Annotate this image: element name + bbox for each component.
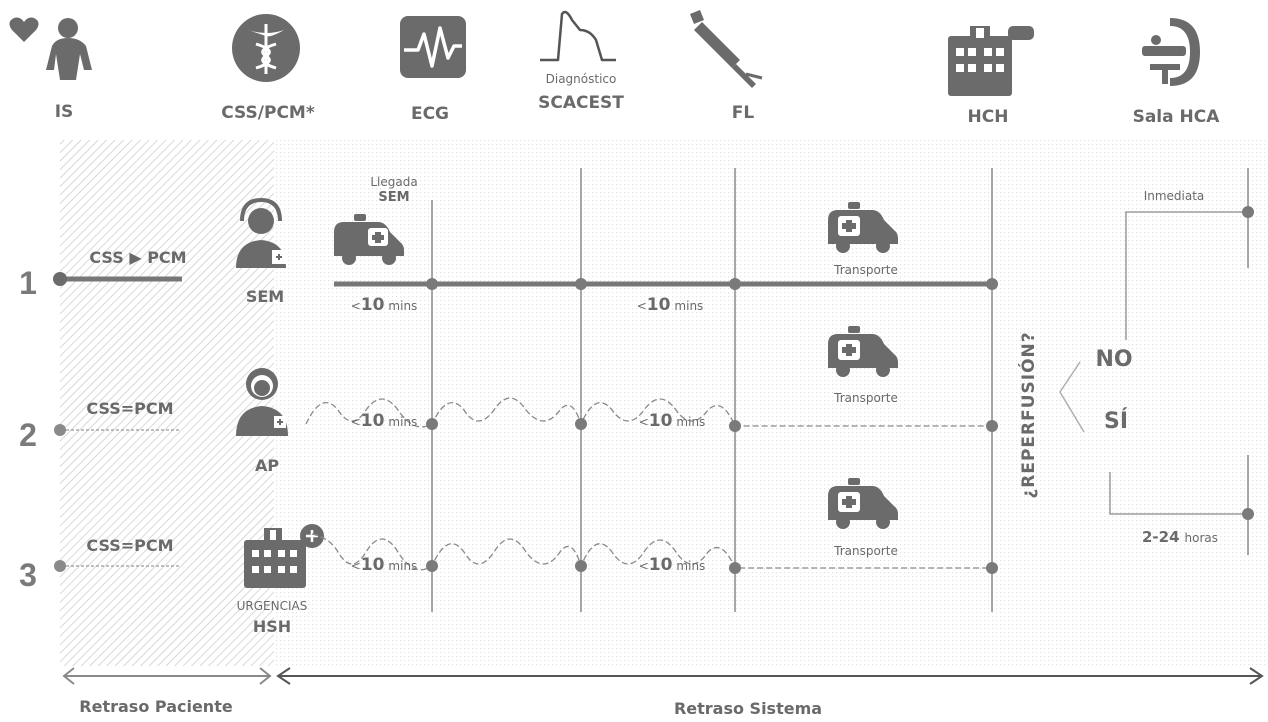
ecg-icon xyxy=(400,16,466,78)
hospital-icon xyxy=(948,26,1034,96)
heart-attack-icon xyxy=(9,17,92,80)
row-1-diagnosis-dot xyxy=(575,278,587,290)
row-2-diagnosis-dot xyxy=(575,418,587,430)
row-2-transport-ambulance-icon xyxy=(828,326,898,377)
system-delay-label: Retraso Sistema xyxy=(674,699,822,718)
row-3-ecg-dot xyxy=(426,560,438,572)
row-2-contact-label: CSS=PCM xyxy=(86,399,173,418)
row-3-transport-ambulance-icon xyxy=(828,478,898,529)
row-2-hch-dot xyxy=(986,420,998,432)
system-delay-zone xyxy=(274,140,1268,666)
immediate-connector xyxy=(1125,211,1244,340)
stemi-curve-icon xyxy=(540,10,616,62)
sem-operator-icon xyxy=(236,197,286,268)
header-sala-hca-label: Sala HCA xyxy=(1133,107,1221,127)
milestone-lines xyxy=(431,168,1249,612)
row-3-transport-label: Transporte xyxy=(833,544,898,558)
row-3-actor-small: URGENCIAS xyxy=(237,599,308,613)
immediate-label: Inmediata xyxy=(1144,189,1205,203)
patient-delay-zone xyxy=(60,140,274,666)
reperfusion-question: ¿REPERFUSIÓN? xyxy=(1017,331,1039,498)
header-stemi-label: SCACEST xyxy=(538,93,624,113)
row-2-ecg-dot xyxy=(426,418,438,430)
row-3-actor-label: HSH xyxy=(253,617,291,636)
delayed-connector xyxy=(1109,472,1244,515)
row-1-start-dot xyxy=(53,272,67,286)
row-1-ecg-dot xyxy=(426,278,438,290)
delayed-dot xyxy=(1242,508,1254,520)
row-3-hch-dot xyxy=(986,562,998,574)
arrival-ambulance-icon xyxy=(334,214,404,265)
row-1-transport-label: Transporte xyxy=(833,263,898,277)
row-2-start-dot xyxy=(54,424,66,436)
cath-lab-icon xyxy=(1142,18,1200,86)
emergency-hospital-icon xyxy=(244,524,324,588)
row-1-fl-dot xyxy=(729,278,741,290)
header-is-label: IS xyxy=(55,102,74,122)
reperfusion-no: NO xyxy=(1095,347,1132,372)
reperfusion-si: SÍ xyxy=(1104,408,1128,434)
row-2-number: 2 xyxy=(19,417,37,453)
row-1-arrival-small: Llegada xyxy=(370,175,417,189)
caduceus-icon xyxy=(232,14,300,82)
header-fl-label: FL xyxy=(732,103,755,123)
row-2-actor-label: AP xyxy=(255,456,279,475)
header-ecg-label: ECG xyxy=(411,104,449,124)
row-3-contact-label: CSS=PCM xyxy=(86,536,173,555)
syringe-icon xyxy=(690,10,763,88)
patient-delay-arrow xyxy=(62,667,272,685)
row-2-fl-dot xyxy=(729,420,741,432)
row-2-system-path xyxy=(305,397,992,428)
row-1-contact-label: CSS ▶ PCM xyxy=(89,248,186,267)
patient-delay-label: Retraso Paciente xyxy=(79,697,233,716)
row-1-number: 1 xyxy=(19,265,37,301)
doctor-icon xyxy=(236,368,288,436)
row-2-transport-label: Transporte xyxy=(833,391,898,405)
row-3-system-path xyxy=(311,533,992,571)
header-hch-label: HCH xyxy=(968,107,1009,127)
row-1-arrival-big: SEM xyxy=(378,190,409,205)
row-1-hch-dot xyxy=(986,278,998,290)
row-1-transport-ambulance-icon xyxy=(828,202,898,253)
system-delay-arrow xyxy=(276,667,1264,685)
row-3-diagnosis-dot xyxy=(575,560,587,572)
header-diagnosis-label: Diagnóstico xyxy=(546,72,617,86)
row-3-fl-dot xyxy=(729,562,741,574)
immediate-dot xyxy=(1242,206,1254,218)
row-3-number: 3 xyxy=(19,557,37,593)
row-3-start-dot xyxy=(54,560,66,572)
header-css-pcm-label: CSS/PCM* xyxy=(221,103,315,123)
reperfusion-bracket xyxy=(1059,361,1085,433)
row-1-actor-label: SEM xyxy=(246,287,284,306)
